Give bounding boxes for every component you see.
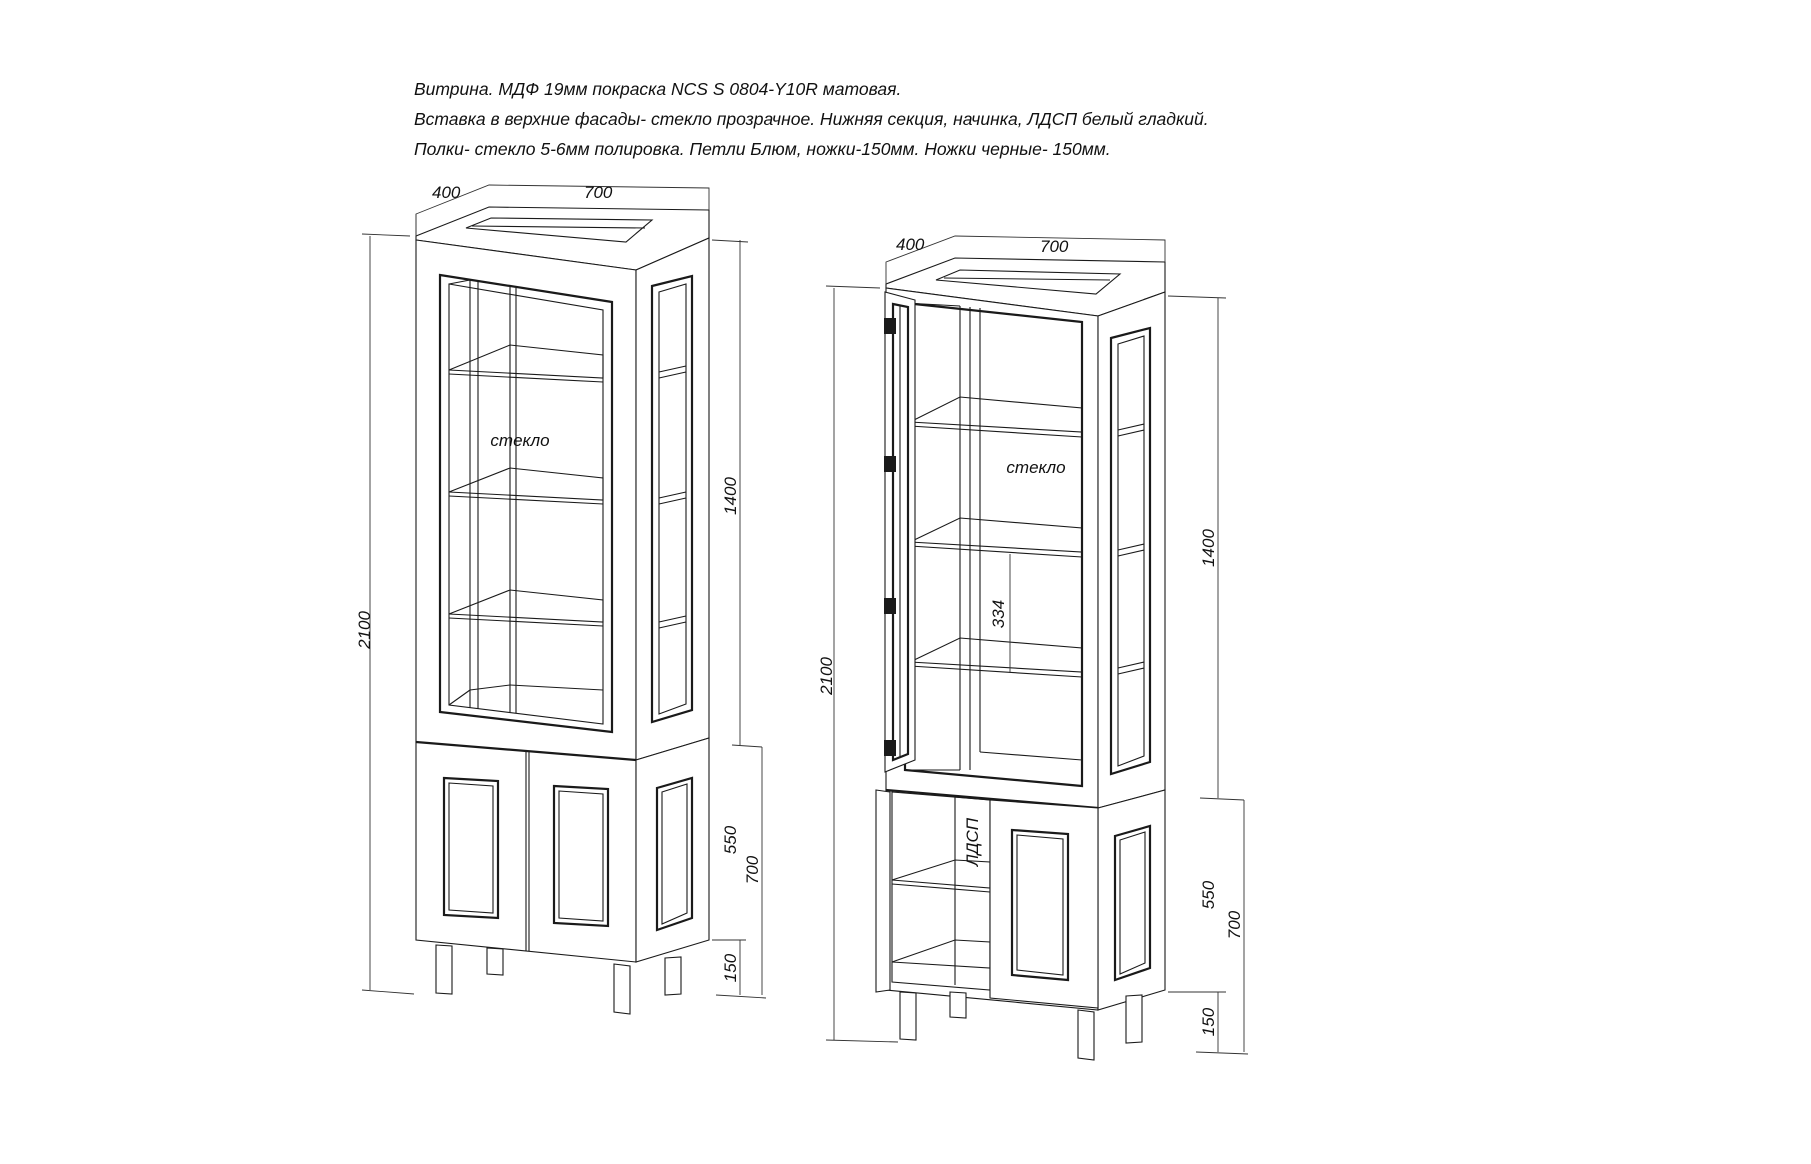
open-cabinet: 334 <box>817 235 1249 1061</box>
closed-legs <box>435 944 682 1015</box>
closed-lower-side <box>635 737 710 963</box>
closed-glass-label: стекло <box>490 431 549 450</box>
closed-dimensions: 400 700 2100 1400 550 700 150 <box>355 183 767 999</box>
open-upper-height-dim: 1400 <box>1199 529 1218 567</box>
open-lower-door <box>875 789 891 993</box>
closed-legs-dim: 150 <box>721 953 740 982</box>
closed-glass-door <box>438 273 614 734</box>
open-legs-dim: 150 <box>1199 1007 1218 1036</box>
open-glass-label: стекло <box>1006 458 1065 477</box>
closed-top-recess <box>465 217 654 243</box>
closed-lower-door-left-panel <box>442 776 500 920</box>
open-lower-side <box>1097 789 1166 1011</box>
closed-lower-total-dim: 700 <box>743 855 762 884</box>
closed-glass-shelf-3 <box>448 589 604 627</box>
closed-total-height-dim: 2100 <box>355 611 374 650</box>
open-lower-side-panel <box>1113 824 1152 982</box>
closed-side-glass <box>650 274 694 724</box>
description-block: Витрина. МДФ 19мм покраска NCS S 0804-Y1… <box>414 74 1414 164</box>
open-side-glass <box>1109 326 1152 776</box>
open-dimensions: 400 700 2100 1400 550 700 150 <box>817 235 1249 1055</box>
open-glass-shelf-3 <box>907 637 1083 678</box>
open-upper-front <box>885 287 1099 809</box>
description-line-inserts: Вставка в верхние фасады- стекло прозрач… <box>414 109 1209 129</box>
open-top-recess <box>935 269 1122 295</box>
closed-glass-shelf-1 <box>448 344 604 383</box>
open-upper-side <box>1097 291 1166 809</box>
description-line-material: Витрина. МДФ 19мм покраска NCS S 0804-Y1… <box>414 79 902 99</box>
open-lower-total-dim: 700 <box>1225 910 1244 939</box>
closed-depth-dim: 400 <box>432 183 461 202</box>
open-depth-dim: 400 <box>896 235 925 254</box>
open-lower-right-door-panel <box>1010 828 1070 982</box>
open-legs <box>899 991 1143 1061</box>
open-chipboard-label: ЛДСП <box>963 817 982 867</box>
open-total-height-dim: 2100 <box>817 657 836 696</box>
open-glass-shelf-2 <box>907 517 1083 558</box>
closed-lower-side-panel <box>655 776 694 932</box>
closed-upper-height-dim: 1400 <box>721 477 740 515</box>
closed-lower-body-dim: 550 <box>721 825 740 854</box>
open-shelf-gap-dim: 334 <box>989 600 1008 628</box>
closed-width-dim: 700 <box>584 183 613 202</box>
open-glass-shelf-1 <box>907 396 1083 438</box>
open-lower-body-dim: 550 <box>1199 880 1218 909</box>
closed-lower-door-right-panel <box>552 784 610 928</box>
description-line-shelves: Полки- стекло 5-6мм полировка. Петли Блю… <box>414 139 1111 159</box>
closed-upper-side <box>635 237 710 761</box>
closed-glass-shelf-2 <box>448 467 604 505</box>
open-width-dim: 700 <box>1040 237 1069 256</box>
closed-cabinet: 400 700 2100 1400 550 700 150 стекло <box>355 183 767 1015</box>
